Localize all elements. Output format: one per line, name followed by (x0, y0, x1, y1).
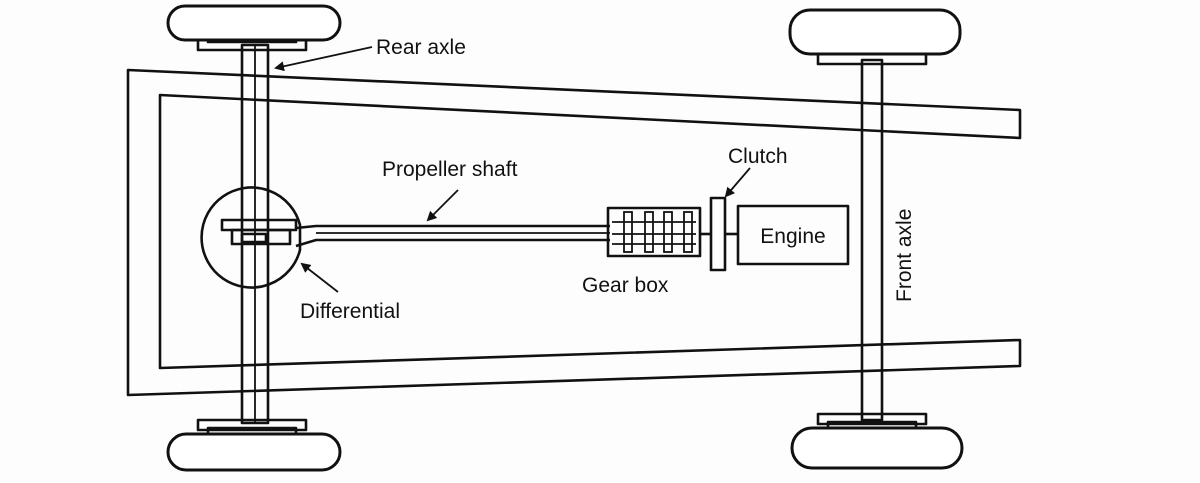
rear-axle-label: Rear axle (376, 36, 466, 59)
clutch (700, 196, 738, 272)
propeller-shaft-arrow (426, 189, 459, 222)
rear-axle-arrow (274, 46, 373, 72)
differential-label: Differential (300, 300, 400, 323)
differential-arrow (300, 262, 339, 293)
front-right-wheel (790, 412, 964, 470)
front-axle-label: Front axle (893, 209, 916, 302)
propeller-shaft-label: Propeller shaft (382, 158, 518, 181)
clutch-label: Clutch (728, 145, 788, 168)
chassis-frame (126, 68, 1022, 397)
gear-box (606, 206, 702, 258)
engine-label: Engine (760, 225, 825, 248)
gear-box-label: Gear box (582, 274, 669, 297)
front-axle-shaft (860, 58, 884, 422)
rear-right-wheel (166, 418, 342, 472)
differential-housing (200, 186, 302, 289)
engine-block: Engine (736, 204, 850, 266)
clutch-arrow (724, 167, 751, 198)
propeller-shaft (295, 224, 610, 248)
front-left-wheel (788, 8, 962, 66)
rear-left-wheel (166, 4, 342, 52)
